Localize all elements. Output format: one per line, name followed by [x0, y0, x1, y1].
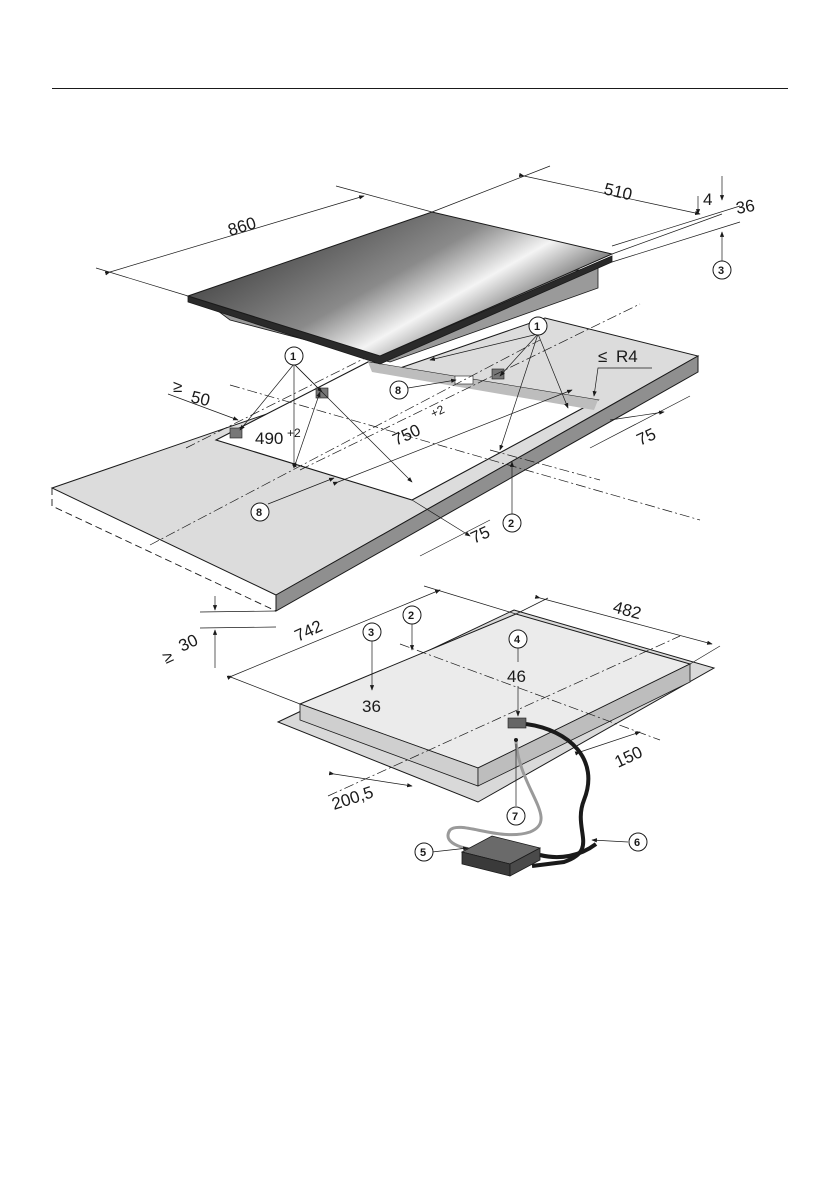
dim-36-underside: 36 [362, 697, 381, 716]
ext-line [96, 268, 188, 296]
dim-482: 482 [611, 598, 643, 624]
ext-line [612, 206, 740, 246]
ext-line [690, 646, 720, 664]
ext-line [200, 627, 276, 628]
le-r4-symbol: ≤ [598, 347, 607, 366]
dim-46: 46 [507, 667, 526, 686]
dim-r4: R4 [616, 347, 638, 366]
dim-4: 4 [703, 190, 712, 209]
ext-line [612, 222, 740, 262]
callout-3-top: 3 [718, 265, 724, 277]
connection-terminal [508, 718, 526, 728]
callout-7: 7 [512, 811, 518, 823]
dim-490: 490 [255, 429, 283, 448]
callout-4: 4 [514, 634, 521, 646]
ext-line [200, 611, 276, 612]
bracket [455, 376, 473, 384]
ge-30-symbol: ≥ [160, 646, 176, 667]
ext-line [424, 586, 516, 614]
dim-50: 50 [189, 387, 212, 410]
ext-line [432, 166, 550, 212]
callout-6: 6 [634, 837, 640, 849]
dim-75-front: 75 [468, 522, 493, 547]
dim-860: 860 [226, 213, 259, 239]
ext-line [516, 598, 548, 614]
sensor-point [514, 738, 518, 742]
dim-200-5: 200,5 [329, 783, 375, 814]
ext-line [228, 676, 300, 704]
dim-510: 510 [602, 179, 634, 204]
callout-8-bottom: 8 [256, 507, 262, 519]
callout-8-top: 8 [395, 385, 401, 397]
callout-3-underside: 3 [368, 627, 374, 639]
ext-line [612, 214, 722, 254]
callout-1-left: 1 [290, 351, 296, 363]
ge-50-symbol: ≥ [173, 377, 182, 396]
ext-line [336, 186, 432, 212]
callout-5: 5 [420, 847, 426, 859]
dim-150: 150 [612, 742, 646, 771]
dim-36: 36 [734, 196, 756, 218]
dim-75-right: 75 [634, 424, 659, 449]
dim-30: 30 [176, 630, 201, 655]
callout-2-lower: 2 [408, 610, 414, 622]
callout-2-upper: 2 [508, 518, 514, 530]
power-cable-end [540, 844, 596, 857]
leader [592, 840, 628, 842]
dim-742: 742 [292, 616, 326, 645]
callout-1-right: 1 [534, 321, 540, 333]
underside-view: 742 482 150 200,5 36 3 46 4 [228, 586, 720, 876]
